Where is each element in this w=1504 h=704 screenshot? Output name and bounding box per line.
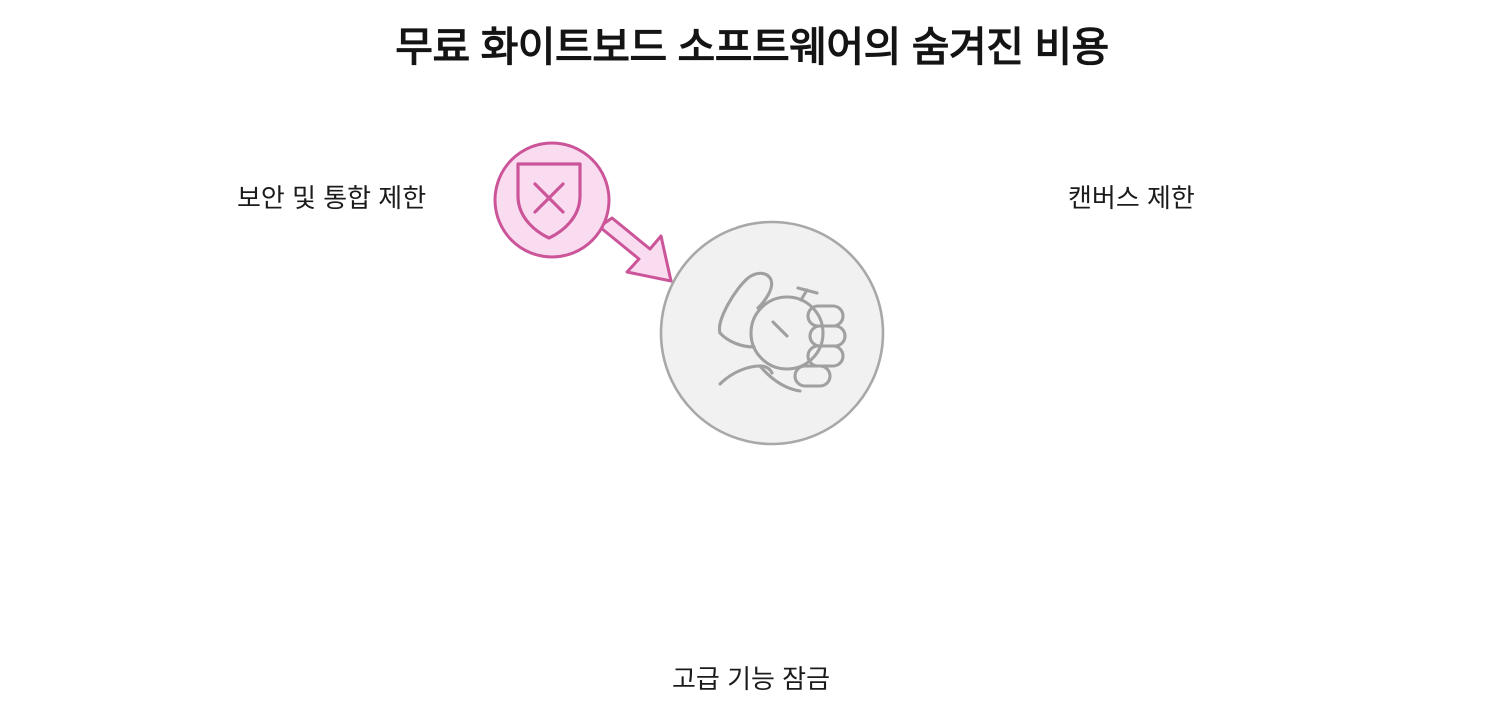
arrow-security-to-center <box>584 216 673 283</box>
node-features-label: 고급 기능 잠금 <box>672 664 830 694</box>
center-node <box>659 220 885 446</box>
shield-with-x-icon <box>516 162 582 240</box>
node-canvas-label: 캔버스 제한 <box>1068 183 1195 213</box>
hand-holding-stopwatch-icon <box>717 271 847 393</box>
node-security[interactable] <box>493 141 673 283</box>
center-node-circle <box>659 220 885 446</box>
page-title: 무료 화이트보드 소프트웨어의 숨겨진 비용 <box>395 24 1109 70</box>
node-security-label: 보안 및 통합 제한 <box>237 183 427 213</box>
